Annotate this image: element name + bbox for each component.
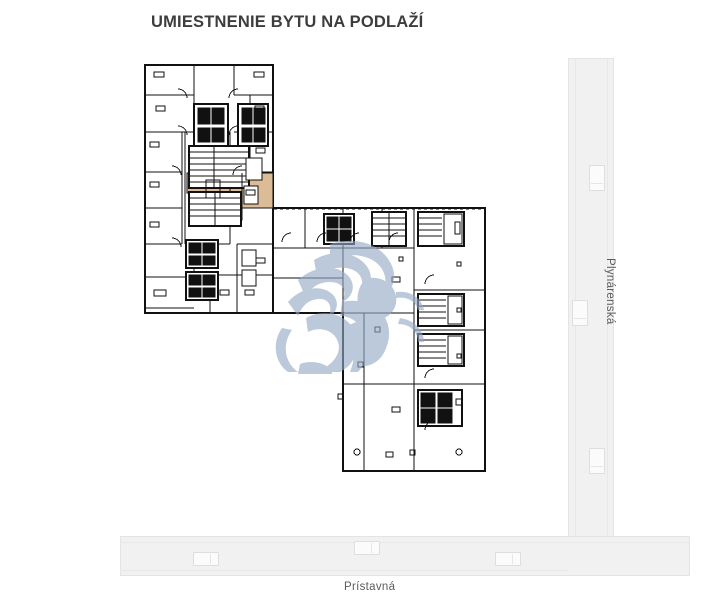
- south-wing-fixtures: [337, 221, 463, 458]
- road-plynarenska-edge-line-east: [607, 58, 608, 536]
- north-wing-fixtures: [149, 71, 266, 297]
- facade-hatch: [272, 66, 486, 470]
- core-north-lower: [185, 239, 219, 301]
- core-south-upper: [323, 213, 355, 245]
- vehicle-plynarenska-mid: [572, 300, 588, 326]
- vehicle-pristavna-east: [495, 552, 521, 566]
- road-pristavna-edge-line-south: [120, 570, 568, 571]
- street-label-pristavna: Prístavná: [344, 581, 396, 593]
- core-south-mid-lower: [417, 333, 465, 367]
- street-label-plynarenska: Plynárenská: [604, 258, 616, 325]
- core-north-upper-left: [193, 103, 229, 147]
- core-south-east-upper: [417, 211, 465, 247]
- service-shafts-junction: [241, 157, 263, 287]
- core-south-lower: [417, 389, 463, 427]
- road-plynarenska-edge-line-west: [575, 58, 576, 536]
- core-north-upper-right: [237, 103, 269, 147]
- floor-plan-drawing: [142, 62, 488, 474]
- stair-core-north-middle: [188, 145, 250, 227]
- vehicle-plynarenska-north: [589, 165, 605, 191]
- page-title: UMIESTNENIE BYTU NA PODLAŽÍ: [151, 13, 424, 31]
- vehicle-plynarenska-south: [589, 448, 605, 474]
- road-pristavna-edge-line-north: [120, 542, 690, 543]
- highlighted-apartment-partitions: [205, 173, 273, 209]
- vehicle-pristavna-center: [354, 541, 380, 555]
- vehicle-pristavna-west: [193, 552, 219, 566]
